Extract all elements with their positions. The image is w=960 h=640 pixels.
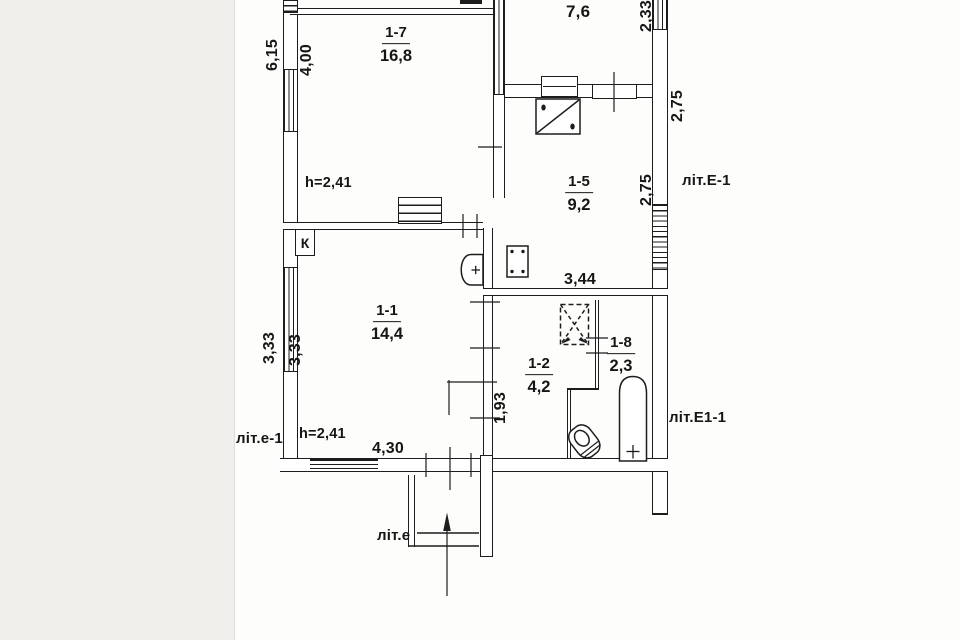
window-bottom <box>310 459 378 472</box>
toilet-symbol <box>568 424 602 459</box>
room-number: 1-7 <box>382 24 410 45</box>
building-label-porch: літ.е <box>377 527 411 544</box>
dim-4-00: 4,00 <box>298 44 315 76</box>
partition-room18 <box>595 300 599 390</box>
flue-symbol <box>559 303 590 346</box>
wall-cap <box>652 268 668 271</box>
window-left-lower <box>283 268 298 372</box>
dim-6-15: 6,15 <box>264 39 281 71</box>
wall-porch-pier <box>480 455 493 557</box>
wall-cap <box>652 28 668 31</box>
building-label-small-annex: літ.е-1 <box>236 430 283 447</box>
room-number: 1-8 <box>607 334 635 355</box>
room-number: 1-1 <box>373 302 401 323</box>
window-room76-left <box>493 0 505 95</box>
stairs-symbol <box>398 197 442 224</box>
room-label-76: 7,6 <box>566 2 591 21</box>
entrance-arrow <box>443 512 451 596</box>
building-label-annex: літ.Е1-1 <box>669 409 727 426</box>
dim-2-75-upper: 2,75 <box>669 90 686 122</box>
window-right-top <box>652 0 668 30</box>
room-area: 9,2 <box>567 195 591 214</box>
room-label-1-8: 1-8 2,3 <box>607 334 635 376</box>
wall-middle <box>483 228 493 475</box>
wall-room15-bottom <box>483 288 668 296</box>
counter-symbol <box>535 98 581 135</box>
scan-margin <box>0 0 235 640</box>
height-label-lower: h=2,41 <box>299 426 346 442</box>
wall-cap <box>493 93 505 96</box>
room-number: 1-5 <box>565 173 593 194</box>
wall-top-room17 <box>290 8 505 15</box>
wall-cap <box>652 203 668 206</box>
room-area: 2,3 <box>609 356 633 375</box>
building-label-main: літ.Е-1 <box>682 172 731 189</box>
wall-cap <box>283 370 298 373</box>
stove-mid-line <box>543 86 576 88</box>
wall-cap <box>652 513 668 515</box>
boiler-box: К <box>295 229 315 256</box>
room-label-1-7: 1-7 16,8 <box>380 24 412 66</box>
boiler-letter: К <box>300 234 310 251</box>
room-area: 16,8 <box>379 46 413 65</box>
wall-room18-L <box>567 388 571 463</box>
window-left-upper <box>283 70 298 132</box>
wall-cap <box>283 11 298 13</box>
porch-steps <box>408 532 479 547</box>
dim-3-33-outer: 3,33 <box>261 332 278 364</box>
room-number: 1-2 <box>525 355 553 376</box>
dim-4-30: 4,30 <box>372 440 404 457</box>
wall-cap <box>283 68 298 71</box>
dim-2-33: 2,33 <box>638 0 655 32</box>
wall-room18-L-top <box>567 388 598 390</box>
window-right-mid <box>652 205 668 270</box>
dimension-ticks <box>425 72 615 490</box>
dim-1-93: 1,93 <box>492 392 509 424</box>
room-area: 14,4 <box>370 324 404 343</box>
wall-cap <box>283 266 298 269</box>
room-area: 4,2 <box>527 377 551 396</box>
room-label-1-1: 1-1 14,4 <box>371 302 403 344</box>
wall-cap <box>283 130 298 133</box>
dim-2-75-lower: 2,75 <box>638 174 655 206</box>
window-left-top <box>283 0 298 12</box>
wall-cut-mark-top <box>460 0 482 4</box>
bathtub-symbol <box>618 375 648 462</box>
room-label-1-2: 1-2 4,2 <box>525 355 553 397</box>
height-label-upper: h=2,41 <box>305 175 352 191</box>
room-label-1-5: 1-5 9,2 <box>565 173 593 215</box>
dim-3-33-inner: 3,33 <box>287 334 304 366</box>
stove-symbol <box>506 245 529 278</box>
sink-symbol <box>460 253 484 286</box>
wall-porch-left <box>408 475 415 547</box>
wall-room11-top <box>283 222 483 230</box>
dim-3-44: 3,44 <box>564 271 596 288</box>
